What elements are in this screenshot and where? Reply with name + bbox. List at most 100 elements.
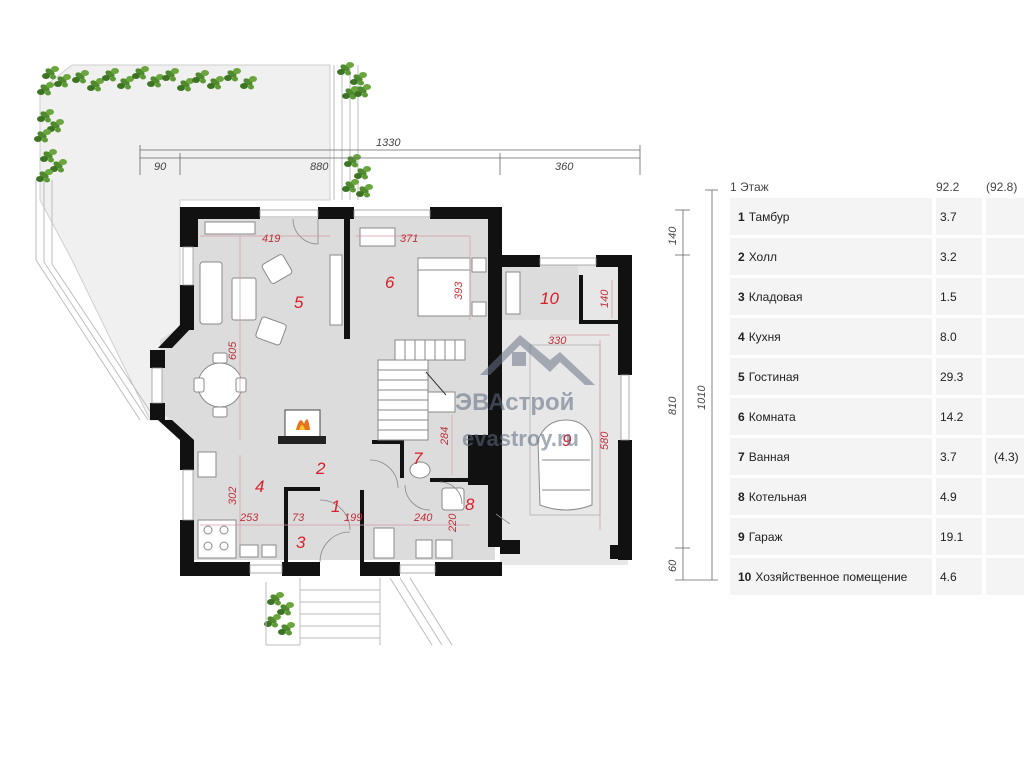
room-number-3: 3 [296,533,306,552]
dim-580: 580 [599,431,611,450]
room-area: 29.3 [936,358,982,395]
room-number: 1 [738,209,745,224]
dim-240: 240 [413,512,433,524]
dim-220: 220 [447,513,459,533]
room-name: Ванная [748,449,790,464]
watermark: ЭВАстрой evastroy.ru [455,335,595,451]
room-name: Кладовая [748,289,803,304]
room-number-8: 8 [465,495,475,514]
stairs [377,339,466,441]
floor-area-alt: (92.8) [986,180,1018,194]
room-name: Гостиная [748,369,800,384]
room-area: 3.7 [936,438,982,475]
room-number-6: 6 [385,273,395,292]
dim-140: 140 [599,289,611,308]
room-name: Тамбур [748,209,790,224]
room-area: 3.7 [936,198,982,235]
room-area-alt [986,278,1024,315]
dim-seg-right: 360 [555,161,574,173]
room-area-alt [986,478,1024,515]
room-number-2: 2 [315,459,326,478]
dim-419: 419 [262,233,280,245]
room-area-alt [986,238,1024,275]
dim-284: 284 [439,427,451,446]
room-area-alt: (4.3) [986,438,1024,475]
top-dimensions: 1330 90 880 360 [139,137,641,175]
room-number: 10 [738,569,752,584]
room-area: 4.9 [936,478,982,515]
room-number-7: 7 [413,449,423,468]
dim-393: 393 [453,281,465,300]
room-area-alt [986,198,1024,235]
floor-area: 92.2 [936,180,960,194]
dim-73: 73 [292,512,305,524]
dim-side-total: 1010 [696,385,708,410]
room-area: 3.2 [936,238,982,275]
room-number: 4 [738,329,745,344]
watermark-brand: ЭВАстрой [455,389,574,416]
dim-199: 199 [344,512,362,524]
room-area: 1.5 [936,278,982,315]
room-number-5: 5 [294,293,304,312]
table-header: 1 Этаж 92.2 (92.8) [730,176,1024,198]
room-area-alt [986,518,1024,555]
walls [150,207,632,576]
room-number: 3 [738,289,745,304]
room-number: 6 [738,409,745,424]
dim-side-mid: 810 [667,396,679,415]
dim-side-bottom: 60 [667,559,679,572]
room-area-alt [986,398,1024,435]
inner-dimensions: 419 371 393 140 330 605 284 580 302 253 … [227,233,611,533]
room-area: 19.1 [936,518,982,555]
dim-605: 605 [227,341,239,360]
dim-seg-mid: 880 [310,161,329,173]
house-logo-icon [480,335,595,385]
room-number-4: 4 [255,477,264,496]
dim-side-top: 140 [667,226,679,245]
room-number: 7 [738,449,745,464]
dim-total-width: 1330 [376,137,401,149]
room-number: 2 [738,249,745,264]
room-numbers: 1 2 3 4 5 6 7 8 9 10 [255,273,572,552]
watermark-site: evastroy.ru [462,426,579,451]
room-name: Кухня [748,329,781,344]
windows [151,209,630,574]
dim-seg-left: 90 [154,161,167,173]
room-area: 14.2 [936,398,982,435]
room-area-alt [986,318,1024,355]
room-area-alt [986,358,1024,395]
side-dimensions: 140 810 1010 60 [667,189,718,581]
room-number-9: 9 [562,431,572,450]
room-name: Котельная [748,489,807,504]
room-number: 9 [738,529,745,544]
room-area-alt [986,558,1024,595]
room-number: 8 [738,489,745,504]
room-area: 8.0 [936,318,982,355]
room-name: Гараж [748,529,783,544]
room-name: Холл [748,249,777,264]
dim-302: 302 [227,487,239,505]
dim-330: 330 [548,335,567,347]
room-area: 4.6 [936,558,982,595]
dim-371: 371 [400,233,418,245]
room-name: Комната [748,409,796,424]
